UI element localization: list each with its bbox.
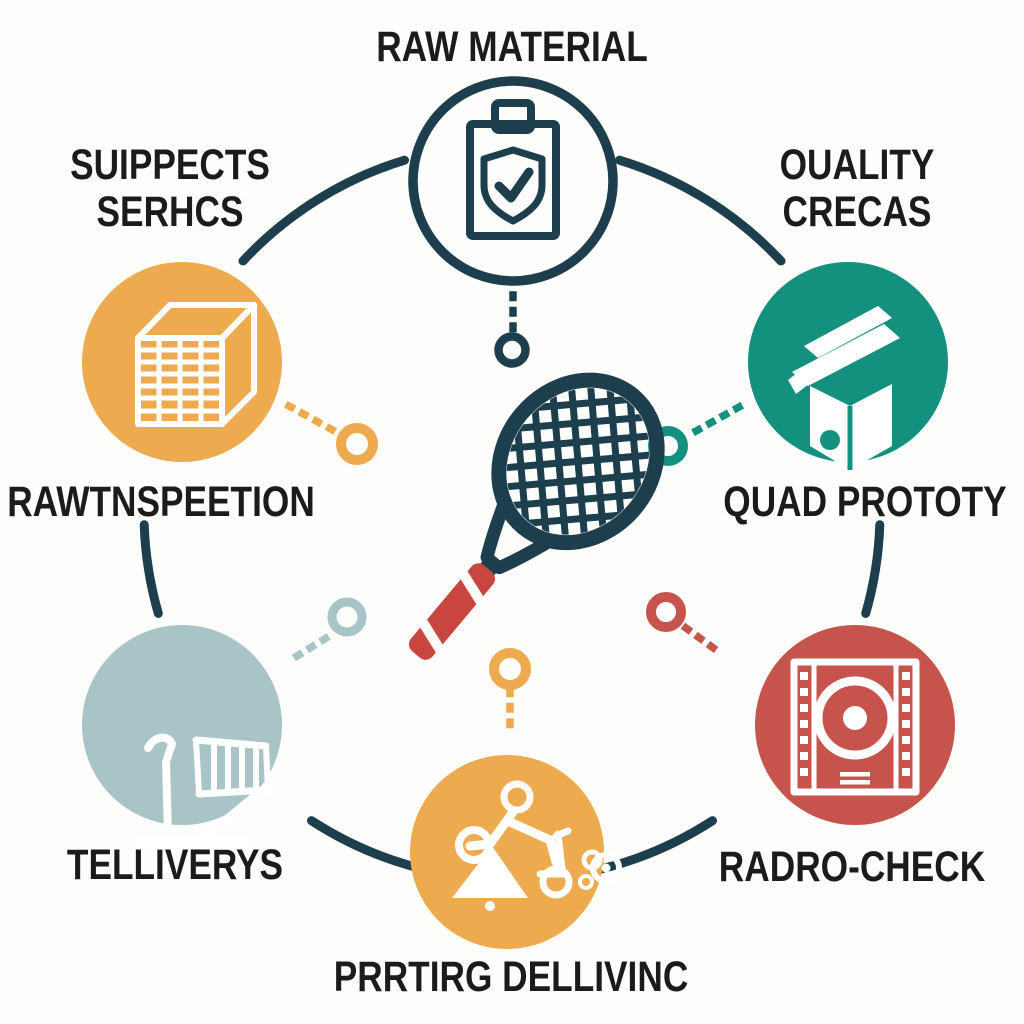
cube-grid-icon — [135, 302, 257, 427]
label-line-2: SERHCS — [96, 188, 244, 236]
label-line-1: SUIPPECTS — [70, 141, 270, 189]
node-quality[interactable] — [748, 262, 948, 470]
label-suippects-serhcs: SUIPPECTS SERHCS — [70, 142, 270, 236]
tennis-racket-icon — [408, 359, 679, 660]
label-line-2: CRECAS — [782, 188, 932, 236]
label-radro-check: RADRO-CHECK — [718, 843, 986, 891]
node-parts-delivery[interactable] — [410, 755, 622, 949]
delivery-scooter-icon — [452, 780, 622, 911]
node-suppliers[interactable] — [82, 262, 282, 462]
ring-upper-left — [336, 423, 378, 465]
open-box-icon — [788, 306, 900, 470]
ring-lower-left — [327, 597, 367, 637]
ring-top — [494, 332, 530, 368]
ring-bottom — [489, 648, 531, 690]
label-raw-material: RAW MATERIAL — [376, 23, 648, 71]
dotted-line-lower-right — [680, 622, 729, 661]
node-raw-material[interactable] — [408, 76, 618, 286]
dotted-line-upper-right — [683, 401, 745, 441]
film-reel-icon — [790, 658, 920, 796]
ring-lower-right — [646, 592, 686, 632]
racket-handle — [408, 563, 496, 660]
dotted-line-upper-left — [283, 400, 344, 439]
node-delivery-cart[interactable] — [82, 625, 282, 876]
hand-truck-icon — [131, 733, 272, 876]
clipboard-shield-check-icon — [466, 99, 560, 240]
label-rawtnspeetion: RAWTNSPEETION — [7, 478, 315, 526]
node-radio-check[interactable] — [755, 625, 955, 825]
connector-rings — [327, 332, 688, 690]
dotted-connectors — [283, 291, 745, 739]
label-quad-prototy: QUAD PROTOTY — [723, 478, 1007, 526]
label-ouality-crecas: OUALITY CRECAS — [780, 142, 935, 236]
dotted-line-lower-left — [291, 629, 337, 662]
label-line-1: OUALITY — [779, 141, 935, 189]
label-prrtirg-dellivinc: PRRTIRG DELLIVINC — [333, 953, 689, 1001]
label-telliverys: TELLIVERYS — [66, 841, 284, 889]
